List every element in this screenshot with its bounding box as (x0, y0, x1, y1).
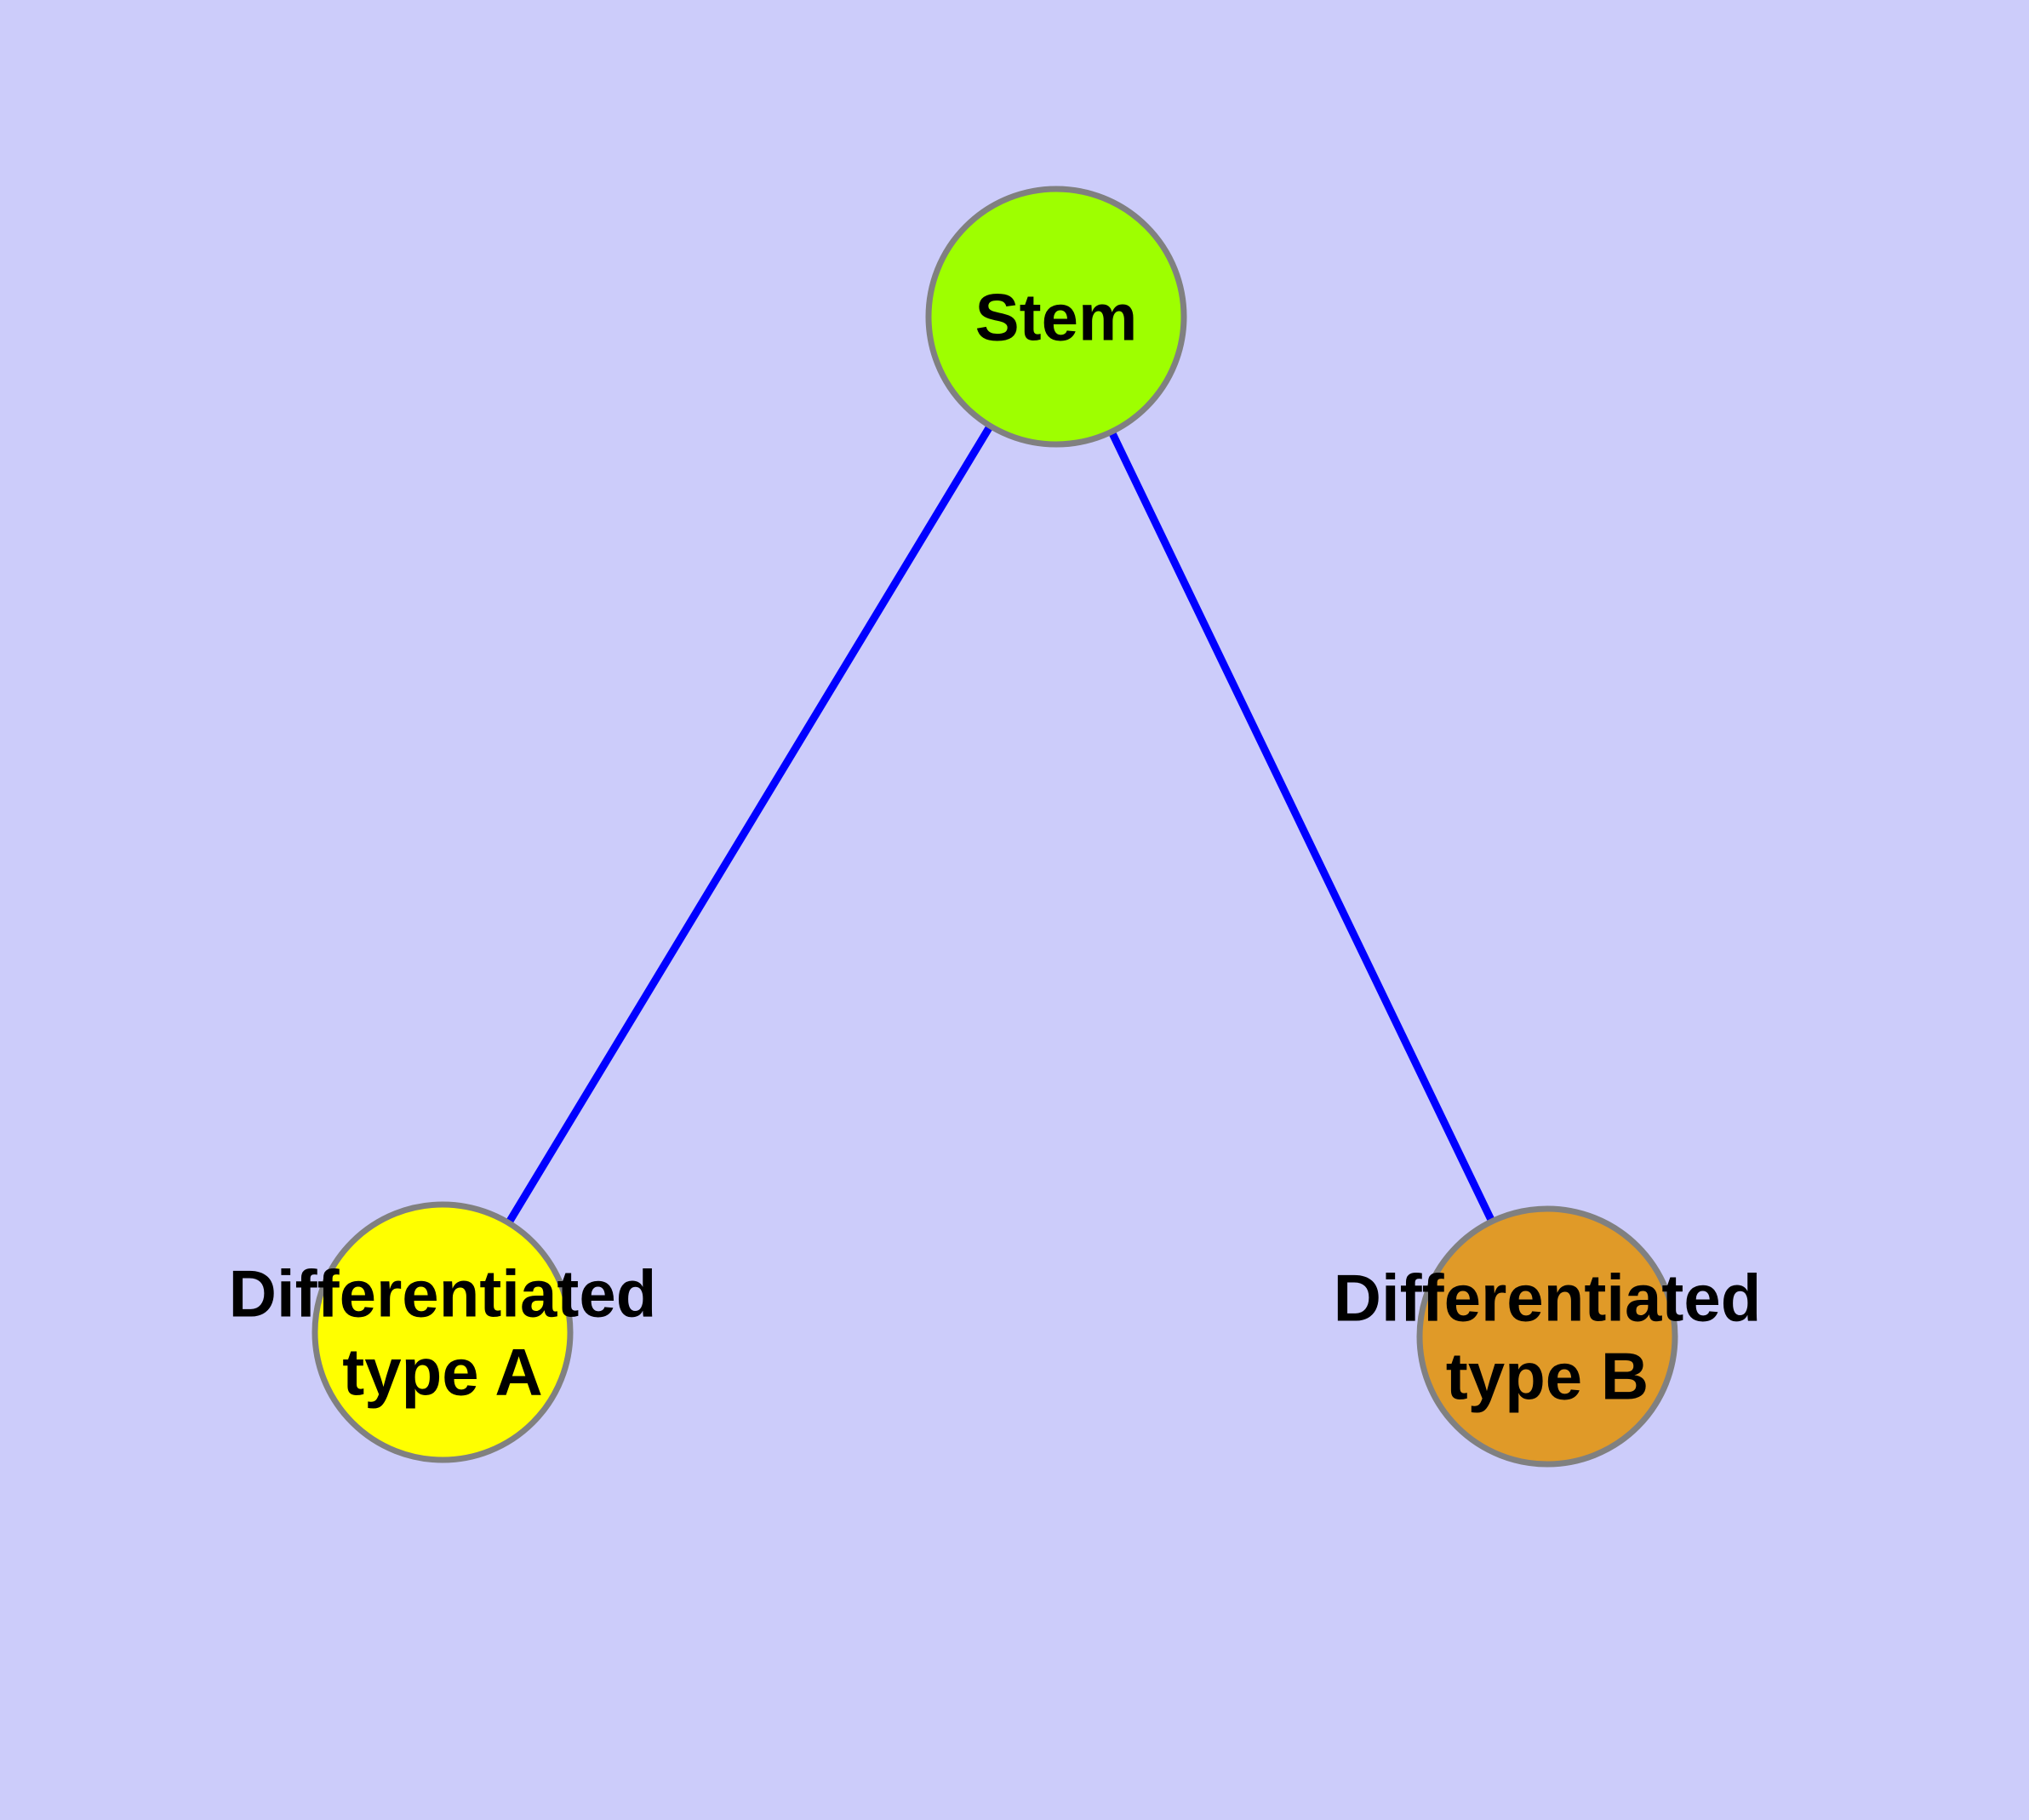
node-differentiated-type-a[interactable]: Differentiated type A (229, 1201, 657, 1463)
edge-stem-to-differentiated-type-b[interactable] (1108, 431, 1495, 1222)
differentiated-type-a-label-line2: type A (342, 1334, 543, 1409)
edge-stem-to-differentiated-type-a[interactable] (506, 425, 993, 1224)
node-stem[interactable]: Stem (925, 186, 1187, 448)
differentiated-type-b-node-circle[interactable] (1416, 1205, 1678, 1468)
edge-layer (506, 425, 1495, 1224)
stem-node-label: Stem (975, 279, 1138, 354)
differentiated-type-b-label-line1: Differentiated (1334, 1260, 1762, 1335)
node-differentiated-type-b[interactable]: Differentiated type B (1334, 1205, 1762, 1468)
node-layer: Stem Differentiated type A Differentiate… (229, 186, 1762, 1468)
differentiated-type-b-label-line2: type B (1446, 1338, 1649, 1413)
differentiated-type-a-node-circle[interactable] (311, 1201, 574, 1463)
differentiated-type-a-label-line1: Differentiated (229, 1256, 657, 1331)
stem-node-circle[interactable] (925, 186, 1187, 448)
